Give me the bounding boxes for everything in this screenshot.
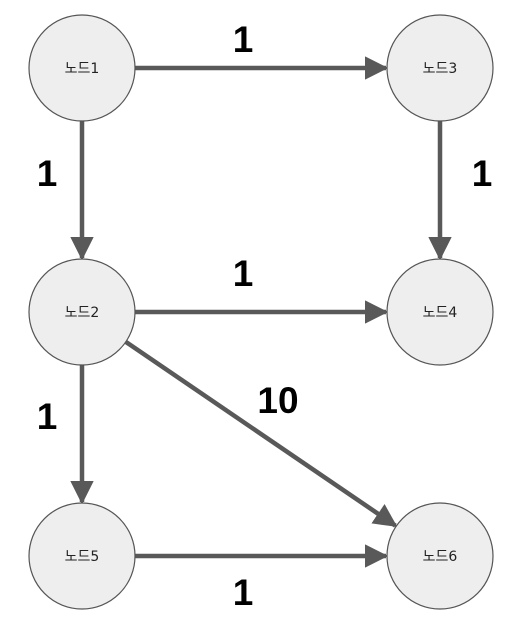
weights-layer: 1 1 1 1 10 1 1 xyxy=(37,19,493,613)
edge-weight-label: 10 xyxy=(257,380,298,421)
node-circle xyxy=(28,502,136,610)
edge-weight-label: 1 xyxy=(233,19,254,60)
edge-weight-label: 1 xyxy=(37,396,58,437)
node-label: 노드3 xyxy=(423,61,458,77)
node-circle xyxy=(386,14,494,122)
node-n5: 노드5 xyxy=(28,502,136,610)
edges-layer xyxy=(70,56,452,568)
edge-weight-label: 1 xyxy=(37,153,58,194)
node-circle xyxy=(28,258,136,366)
node-n4: 노드4 xyxy=(386,258,494,366)
edge-weight-label: 1 xyxy=(233,253,254,294)
edge-arrow-n2-n6 xyxy=(124,339,398,528)
node-circle xyxy=(386,502,494,610)
edge-weight-label: 1 xyxy=(233,572,254,613)
node-label: 노드5 xyxy=(65,549,100,565)
node-label: 노드6 xyxy=(423,549,458,565)
node-circle xyxy=(386,258,494,366)
nodes-layer: 노드1 노드2 노드3 노드4 노드5 노드6 xyxy=(28,14,494,610)
node-label: 노드1 xyxy=(65,61,100,77)
edge-weight-label: 1 xyxy=(472,153,493,194)
node-n1: 노드1 xyxy=(28,14,136,122)
node-n3: 노드3 xyxy=(386,14,494,122)
node-label: 노드2 xyxy=(65,305,100,321)
node-n2: 노드2 xyxy=(28,258,136,366)
node-circle xyxy=(28,14,136,122)
node-n6: 노드6 xyxy=(386,502,494,610)
node-label: 노드4 xyxy=(423,305,458,321)
